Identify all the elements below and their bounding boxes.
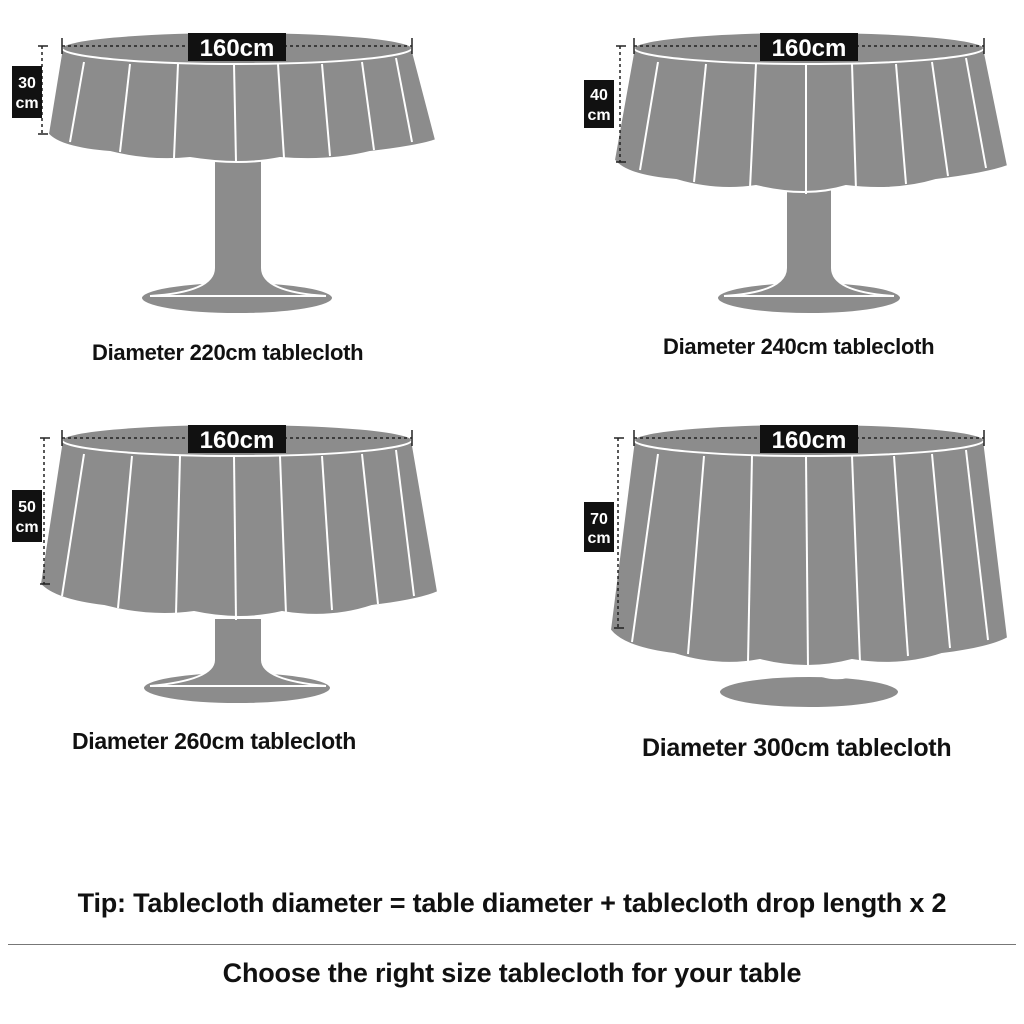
size-tip: Tip: Tablecloth diameter = table diamete…	[77, 888, 947, 918]
drop-length-unit: cm	[15, 95, 38, 112]
table-diameter-label: 160cm	[772, 427, 847, 454]
drop-length-value: 40	[590, 87, 608, 104]
drop-length-unit: cm	[15, 519, 38, 536]
drop-length-value: 30	[18, 75, 36, 92]
table-illustration-2: 160cm 40 cm	[584, 31, 1010, 315]
table-diameter-label: 160cm	[200, 427, 275, 454]
drop-length-label-bg	[584, 502, 614, 552]
tablecloth-caption-2: Diameter 240cm tablecloth	[663, 334, 935, 359]
tablecloth-panel-4: 160cm 70 cm Diameter 300cm tablecloth	[512, 392, 1024, 792]
tablecloth-panel-1: 160cm 30 cm Diameter 220cm tablecloth	[0, 0, 512, 400]
table-diameter-label-bg	[760, 425, 858, 453]
tablecloth-caption-1: Diameter 220cm tablecloth	[92, 340, 364, 365]
drop-length-label-bg	[584, 80, 614, 128]
tablecloth-caption-4: Diameter 300cm tablecloth	[642, 734, 952, 762]
tablecloth-panel-2: 160cm 40 cm Diameter 240cm tablecloth	[512, 0, 1024, 400]
divider-line	[8, 944, 1016, 945]
drop-length-unit: cm	[587, 107, 610, 124]
drop-length-unit: cm	[587, 530, 610, 547]
table-illustration-1: 160cm 30 cm	[12, 31, 438, 315]
table-illustration-3: 160cm 50 cm	[12, 423, 440, 705]
drop-length-label-bg	[12, 66, 42, 118]
size-guide-subtitle: Choose the right size tablecloth for you…	[222, 958, 802, 988]
table-diameter-label-bg	[188, 425, 286, 453]
tablecloth-panel-3: 160cm 50 cm Diameter 260cm tablecloth	[0, 392, 512, 792]
tablecloth-caption-3: Diameter 260cm tablecloth	[72, 728, 356, 754]
drop-length-label-bg	[12, 490, 42, 542]
table-diameter-label: 160cm	[772, 35, 847, 62]
table-illustration-4: 160cm 70 cm	[584, 423, 1010, 709]
table-diameter-label-bg	[188, 33, 286, 61]
table-diameter-label: 160cm	[200, 35, 275, 62]
table-diameter-label-bg	[760, 33, 858, 61]
drop-length-value: 50	[18, 499, 36, 516]
drop-length-value: 70	[590, 511, 608, 528]
